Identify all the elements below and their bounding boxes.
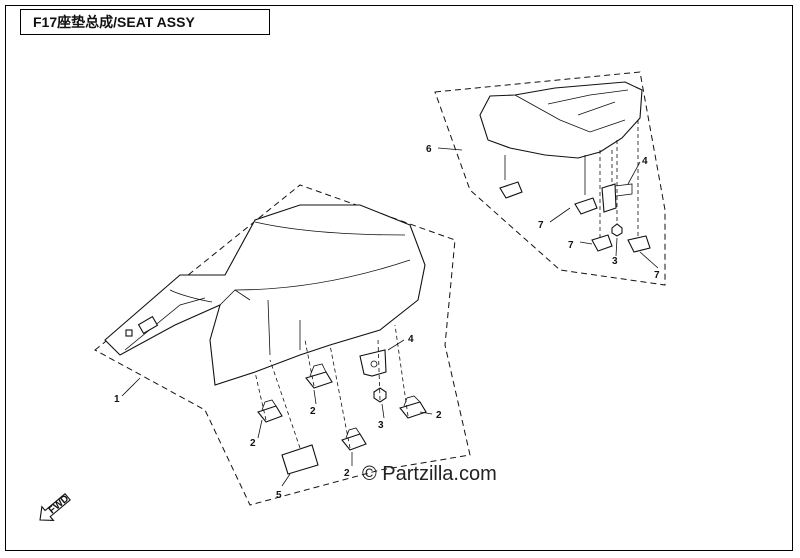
callout-7c: 7	[654, 270, 660, 281]
callout-2c: 2	[344, 468, 350, 479]
callout-5: 5	[276, 490, 282, 501]
callout-3b: 3	[612, 256, 618, 267]
nut-3b[interactable]	[611, 223, 623, 237]
fwd-arrow-icon: FWD	[39, 493, 71, 522]
callout-6: 6	[426, 144, 432, 155]
callout-2b: 2	[310, 406, 316, 417]
cushion-7b[interactable]	[574, 197, 598, 215]
rear-seat[interactable]	[479, 81, 643, 195]
callout-3a: 3	[378, 420, 384, 431]
watermark: © Partzilla.com	[362, 463, 497, 485]
cushion-2b[interactable]	[305, 363, 333, 389]
group-outline-rear-seat	[434, 71, 666, 286]
group-outline-main-seat	[94, 184, 471, 506]
bracket-4b[interactable]	[601, 183, 633, 213]
cushion-7a[interactable]	[499, 181, 523, 199]
callout-4b: 4	[642, 156, 648, 167]
cushion-2c[interactable]	[341, 427, 367, 451]
nut-3a[interactable]	[373, 387, 387, 403]
main-seat[interactable]	[104, 204, 426, 386]
diagram-title: F17座垫总成/SEAT ASSY	[20, 9, 270, 35]
callout-4a: 4	[408, 334, 414, 345]
cushion-2d[interactable]	[399, 395, 427, 419]
cushion-2a[interactable]	[257, 399, 283, 423]
cushion-7c[interactable]	[591, 234, 613, 252]
callout-7a: 7	[538, 220, 544, 231]
pad-5[interactable]	[281, 444, 319, 475]
bracket-4a[interactable]	[359, 349, 387, 377]
callout-2d: 2	[436, 410, 442, 421]
diagram-frame	[5, 5, 793, 551]
cushion-7d[interactable]	[627, 235, 651, 253]
callout-2a: 2	[250, 438, 256, 449]
callout-1: 1	[114, 394, 120, 405]
callout-7b: 7	[568, 240, 574, 251]
